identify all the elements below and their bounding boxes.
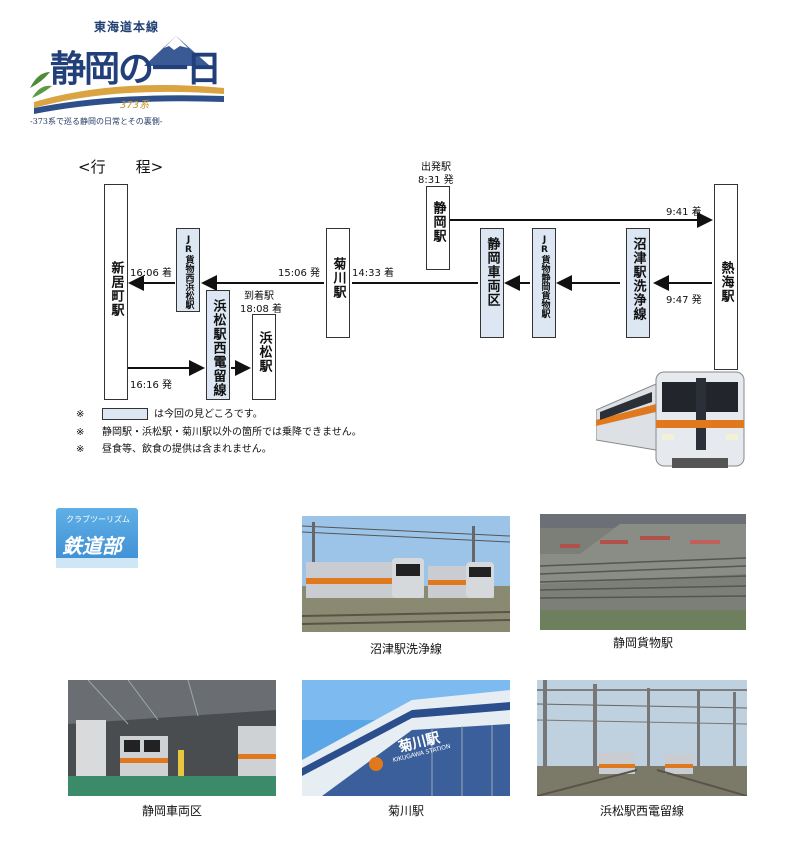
station-numazu-wash: 沼津駅洗浄線: [626, 228, 650, 338]
kikugawa-departure: 15:06 発: [278, 268, 320, 279]
arrive-label: 到着駅: [244, 291, 274, 302]
depart-label: 出発駅: [421, 162, 451, 173]
note-meals: ※昼食等、飲食の提供は含まれません。: [76, 444, 272, 455]
station-atami: 熱海駅: [714, 184, 738, 370]
caption-numazu-wash-line: 沼津駅洗浄線: [369, 642, 442, 656]
station-shinjohara: 新居町駅: [104, 184, 128, 400]
train-373-illustration: [596, 371, 745, 468]
caption-shizuoka-freight-station: 静岡貨物駅: [612, 636, 673, 650]
note-legend: ※は今回の見どころです。: [76, 408, 263, 420]
station-jr-nishihamamatsu: JR貨物西浜松駅: [176, 228, 200, 312]
shinjohara-departure: 16:16 発: [130, 380, 172, 391]
photo-hamamatsu-west-yard: [537, 680, 747, 796]
logo-top-line: 東海道本線: [94, 20, 160, 34]
photo-shizuoka-depot: [68, 680, 276, 796]
station-hamamatsu: 浜松駅: [252, 314, 276, 400]
tour-logo: 東海道本線 静岡の一日 373系 -373系で巡る静岡の日常とその裏側-: [24, 16, 236, 132]
atami-arrival: 9:41 着: [666, 207, 702, 218]
note-boarding: ※静岡駅・浜松駅・菊川駅以外の箇所では乗降できません。: [76, 427, 362, 438]
legend-highlight-box: [102, 408, 148, 420]
station-shizuoka-depot: 静岡車両区: [480, 228, 504, 338]
arrive-time: 18:08 着: [240, 304, 282, 315]
atami-departure: 9:47 発: [666, 295, 702, 306]
station-kikugawa: 菊川駅: [326, 228, 350, 338]
mountain-logo-art: [30, 36, 224, 114]
depart-time: 8:31 発: [418, 175, 454, 186]
itinerary-heading: <行 程>: [78, 158, 164, 176]
logo-badge: 373系: [120, 100, 150, 111]
station-jr-shizuoka-freight: JR貨物静岡貨物駅: [532, 228, 556, 338]
logo-subtitle: -373系で巡る静岡の日常とその裏側-: [30, 117, 163, 126]
station-shizuoka: 静岡駅: [426, 186, 450, 270]
caption-shizuoka-depot: 静岡車両区: [141, 804, 202, 818]
kikugawa-arrival: 14:33 着: [352, 268, 394, 279]
club-tourism-railway-logo: クラブツーリズム 鉄道部: [56, 508, 138, 568]
photo-shizuoka-freight-station: [540, 514, 746, 630]
logo-title: 静岡の一日: [50, 48, 222, 90]
caption-hamamatsu-west-yard: 浜松駅西電留線: [599, 804, 684, 818]
station-hamamatsu-yard: 浜松駅西電留線: [206, 290, 230, 400]
caption-kikugawa-station: 菊川駅: [387, 804, 424, 818]
shinjohara-arrival: 16:06 着: [130, 268, 172, 279]
photo-kikugawa-station: 菊川駅 KIKUGAWA STATION: [302, 680, 510, 796]
photo-numazu-wash-line: [302, 516, 510, 632]
